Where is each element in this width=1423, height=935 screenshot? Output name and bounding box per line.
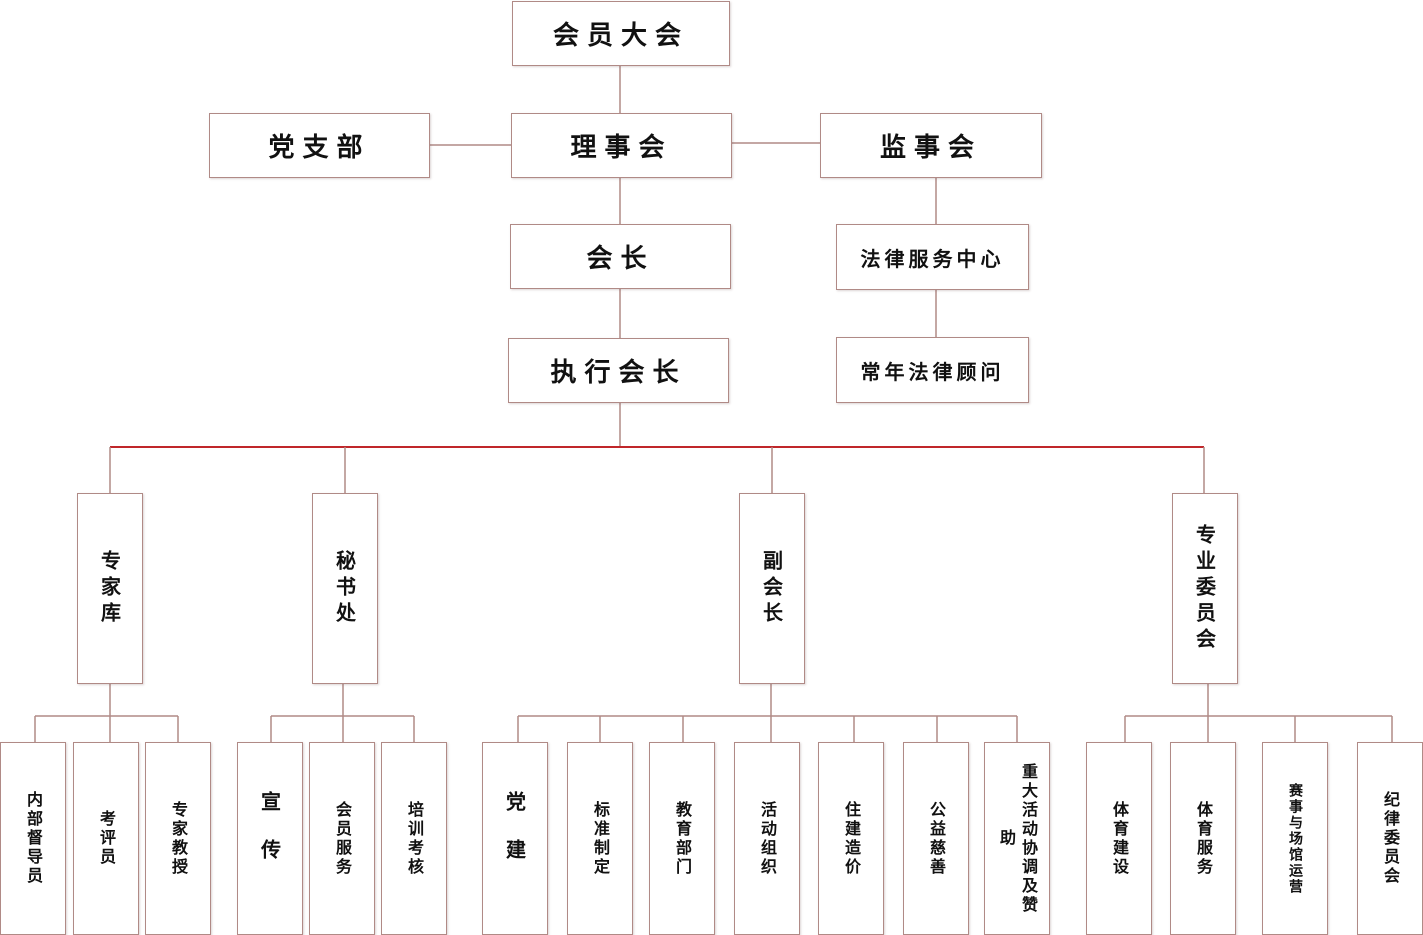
unit-label: 党建 bbox=[502, 790, 527, 887]
supervisory-board-label: 监事会 bbox=[879, 133, 982, 163]
unit-sports-construction: 体育建设 bbox=[1086, 742, 1152, 935]
unit-label: 培训考核 bbox=[405, 800, 424, 877]
president-box: 会长 bbox=[510, 224, 731, 289]
department-label: 秘书处 bbox=[332, 549, 357, 628]
unit-expert-professor: 专家教授 bbox=[145, 742, 211, 935]
department-vice-president: 副会长 bbox=[739, 493, 805, 684]
unit-construction-cost: 住建造价 bbox=[818, 742, 884, 935]
unit-sports-service: 体育服务 bbox=[1170, 742, 1236, 935]
department-label: 专业委员会 bbox=[1192, 523, 1217, 654]
unit-label: 活动组织 bbox=[758, 800, 777, 877]
legal-service-center-label: 法律服务中心 bbox=[860, 246, 1005, 271]
department-professional-committee: 专业委员会 bbox=[1172, 493, 1238, 684]
unit-activity-organization: 活动组织 bbox=[734, 742, 800, 935]
general-assembly-label: 会员大会 bbox=[552, 21, 689, 51]
unit-events-venue-operation: 赛事与场馆运营 bbox=[1262, 742, 1328, 935]
unit-public-welfare: 公益慈善 bbox=[903, 742, 969, 935]
unit-label: 住建造价 bbox=[842, 800, 861, 877]
unit-evaluator: 考评员 bbox=[73, 742, 139, 935]
unit-label: 专家教授 bbox=[169, 800, 188, 877]
unit-label: 标准制定 bbox=[591, 800, 610, 877]
executive-president-label: 执行会长 bbox=[550, 358, 687, 388]
supervisory-board-box: 监事会 bbox=[820, 113, 1042, 178]
unit-discipline-committee: 纪律委员会 bbox=[1357, 742, 1423, 935]
unit-standard-setting: 标准制定 bbox=[567, 742, 633, 935]
general-assembly-box: 会员大会 bbox=[512, 1, 730, 66]
unit-label: 公益慈善 bbox=[927, 800, 946, 877]
unit-party-building: 党建 bbox=[482, 742, 548, 935]
department-label: 副会长 bbox=[759, 549, 784, 628]
unit-publicity: 宣传 bbox=[237, 742, 303, 935]
legal-advisor-box: 常年法律顾问 bbox=[836, 337, 1029, 403]
president-label: 会长 bbox=[586, 244, 655, 274]
party-branch-label: 党支部 bbox=[268, 133, 371, 163]
unit-label: 体育服务 bbox=[1194, 800, 1213, 877]
unit-label: 纪律委员会 bbox=[1381, 791, 1400, 886]
party-branch-box: 党支部 bbox=[209, 113, 430, 178]
unit-internal-supervisor: 内部督导员 bbox=[0, 742, 66, 935]
unit-label: 会员服务 bbox=[333, 800, 352, 877]
executive-president-box: 执行会长 bbox=[508, 338, 729, 403]
unit-label: 赛事与场馆运营 bbox=[1287, 782, 1303, 895]
legal-advisor-label: 常年法律顾问 bbox=[860, 359, 1005, 384]
council-label: 理事会 bbox=[570, 133, 673, 163]
council-box: 理事会 bbox=[511, 113, 732, 178]
unit-training-assessment: 培训考核 bbox=[381, 742, 447, 935]
unit-label: 考评员 bbox=[97, 810, 116, 867]
unit-label: 重大活动协调及赞助 bbox=[997, 762, 1038, 915]
unit-education-department: 教育部门 bbox=[649, 742, 715, 935]
unit-label: 内部督导员 bbox=[24, 791, 43, 886]
department-expert-library: 专家库 bbox=[77, 493, 143, 684]
department-secretariat: 秘书处 bbox=[312, 493, 378, 684]
unit-major-events-sponsorship: 重大活动协调及赞助 bbox=[984, 742, 1050, 935]
unit-member-service: 会员服务 bbox=[309, 742, 375, 935]
unit-label: 教育部门 bbox=[673, 800, 692, 877]
unit-label: 体育建设 bbox=[1110, 800, 1129, 877]
legal-service-center-box: 法律服务中心 bbox=[836, 224, 1029, 290]
unit-label: 宣传 bbox=[257, 790, 282, 887]
department-label: 专家库 bbox=[97, 549, 122, 628]
